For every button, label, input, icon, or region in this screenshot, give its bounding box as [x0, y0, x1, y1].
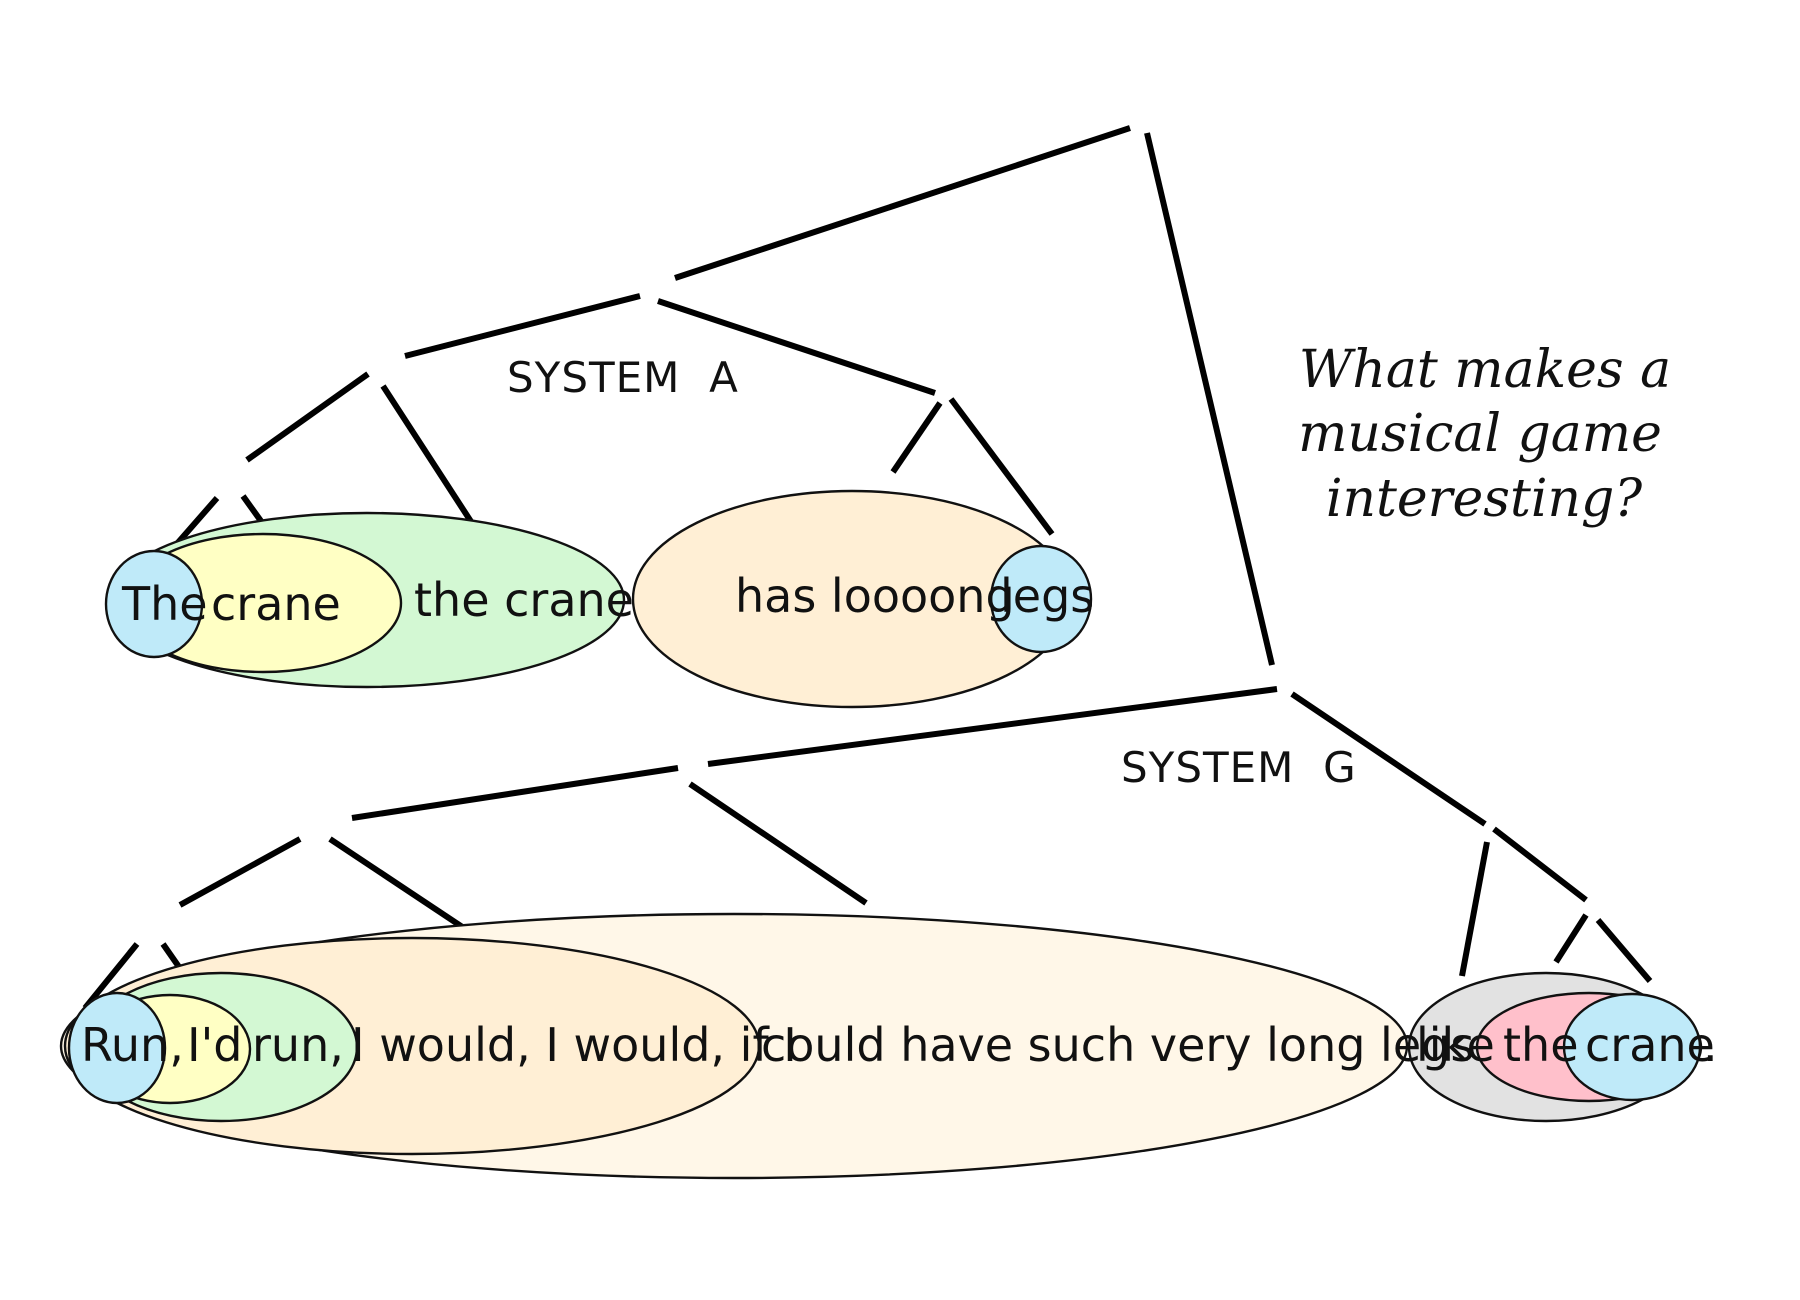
system-a-words: The crane the crane has loooong legs: [121, 569, 1094, 631]
system-a-word-has-loooong-text: has loooong: [735, 569, 1015, 623]
branch-g-leaf-run: [82, 942, 140, 1010]
system-a-word-legs-text: legs: [1000, 569, 1094, 623]
branch-a-left-left: [245, 371, 370, 463]
system-g-word-crane-text: crane: [1585, 1018, 1715, 1072]
system-g-word-crane: [1562, 992, 1702, 1102]
branch-g-right: [1290, 691, 1487, 827]
system-g-word-run-text: Run,: [81, 1018, 184, 1072]
system-g-word-i-would-text: I would, I would, if I: [351, 1018, 797, 1072]
system-g-words: Run, I'd run, I would, I would, if I cou…: [81, 1018, 1718, 1072]
branch-g-ll-left: [178, 836, 302, 908]
branch-a-right-right: [948, 397, 1055, 536]
system-g-label: SYSTEM G: [1121, 743, 1357, 792]
branch-a-left: [404, 293, 641, 359]
system-g-word-period-text: .: [1703, 1018, 1718, 1072]
system-g-phrases: [59, 912, 1703, 1180]
question-line-1: What makes a: [1299, 340, 1671, 400]
system-g-word-run2-text: run,: [252, 1018, 344, 1072]
system-a-phrases: [104, 489, 1093, 709]
branch-g-leaf-crane: [1595, 918, 1653, 983]
branch-g-right-right: [1492, 826, 1588, 903]
branch-g-right-left: [1459, 841, 1490, 977]
branch-g-left-right: [688, 781, 868, 906]
branch-g-leaf-the: [1553, 913, 1589, 964]
system-a-word-the: [104, 549, 204, 659]
system-g-word-like-text: like: [1416, 1018, 1495, 1072]
system-g-word-could-have-text: could have such very long legs: [761, 1018, 1474, 1072]
question-line-3: interesting?: [1326, 469, 1643, 529]
branch-a-right: [657, 298, 936, 396]
question-text: What makes a musical game interesting?: [1298, 340, 1671, 529]
branch-a-right-left: [890, 401, 943, 474]
system-a-word-crane-text: crane: [211, 577, 341, 631]
question-line-2: musical game: [1298, 404, 1662, 464]
branch-g-left: [707, 686, 1278, 767]
system-a-word-the-text: The: [121, 577, 208, 631]
system-a-word-legs: [989, 544, 1093, 654]
system-g-word-the-text: the: [1503, 1018, 1579, 1072]
system-g-word-id-text: I'd: [187, 1018, 242, 1072]
branch-root-to-system-a: [674, 125, 1131, 281]
branch-root-to-system-g: [1144, 132, 1275, 666]
branch-g-left-left: [351, 765, 679, 821]
system-a-label: SYSTEM A: [507, 353, 739, 402]
system-a-word-the-crane-text: the crane: [414, 573, 634, 627]
branch-a-leaf-the: [172, 496, 220, 548]
system-g-word-run: [67, 991, 167, 1105]
